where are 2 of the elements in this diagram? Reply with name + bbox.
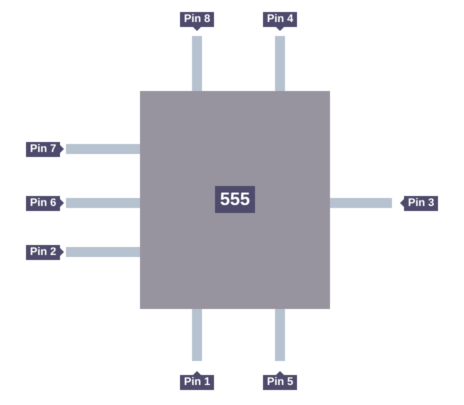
chip-label: 555 — [215, 186, 256, 212]
ic-chip-body — [140, 91, 330, 309]
